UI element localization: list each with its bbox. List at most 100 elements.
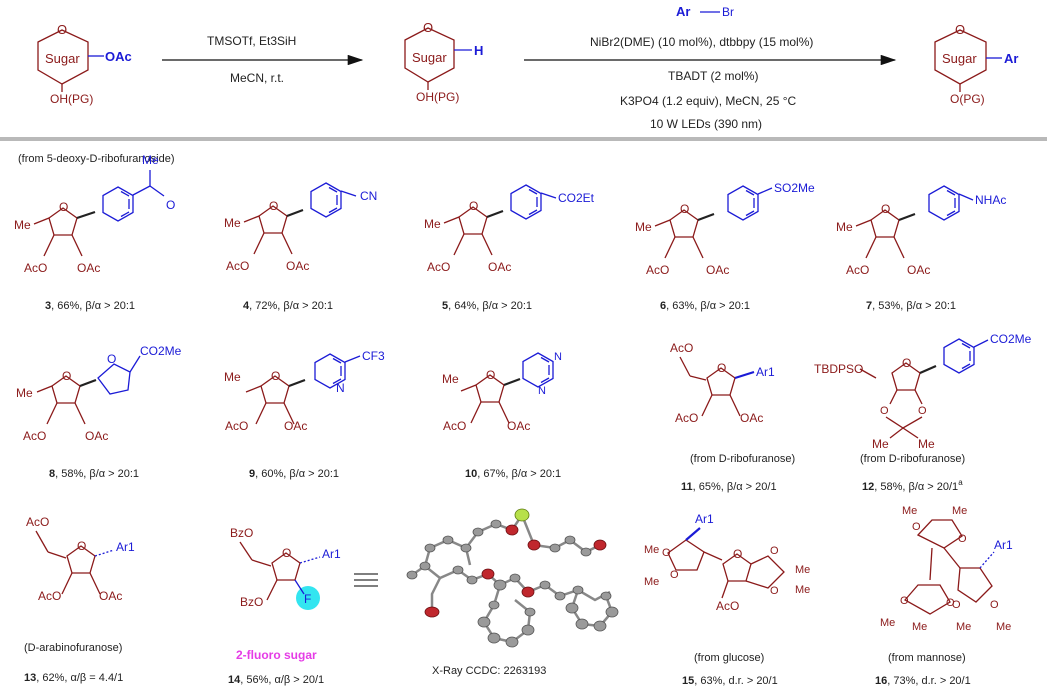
svg-text:AcO: AcO: [38, 589, 61, 603]
svg-text:Ar1: Ar1: [322, 547, 341, 561]
svg-text:Me: Me: [902, 505, 917, 517]
svg-text:AcO: AcO: [670, 341, 693, 355]
svg-text:Sugar: Sugar: [942, 51, 977, 66]
svg-text:CF3: CF3: [362, 349, 385, 363]
compound-6: O Me AcO OAc SO2Me: [635, 181, 815, 277]
label-14: 14, 56%, α/β > 20/1: [228, 674, 324, 686]
svg-text:Me: Me: [918, 437, 935, 451]
svg-text:OAc: OAc: [99, 589, 122, 603]
sugar-label: Sugar: [45, 51, 80, 66]
svg-text:O: O: [902, 356, 911, 370]
svg-text:CO2Me: CO2Me: [990, 332, 1032, 346]
svg-text:O: O: [770, 585, 779, 597]
compound-7: O Me AcO OAc NHAc: [836, 185, 1006, 277]
svg-text:Br: Br: [722, 5, 734, 19]
svg-text:O: O: [680, 202, 689, 216]
svg-text:AcO: AcO: [646, 263, 669, 277]
step1-solvent: MeCN, r.t.: [230, 71, 284, 85]
svg-text:OAc: OAc: [740, 411, 763, 425]
divider: [0, 137, 1047, 141]
compound-10: O Me AcO OAc N N: [442, 351, 562, 433]
svg-text:O: O: [662, 547, 671, 559]
svg-text:SO2Me: SO2Me: [774, 181, 815, 195]
product-general: O Sugar Ar O(PG): [934, 22, 1018, 106]
source-13: (D-arabinofuranose): [24, 642, 122, 654]
compound-13: AcO O AcO OAc Ar1: [26, 515, 135, 603]
svg-text:O: O: [282, 546, 291, 560]
svg-text:O: O: [107, 352, 116, 366]
compound-4: O Me AcO OAc CN: [224, 182, 377, 273]
svg-text:Me: Me: [142, 153, 159, 167]
svg-text:BzO: BzO: [240, 595, 263, 609]
svg-text:Me: Me: [644, 544, 659, 556]
svg-text:O: O: [958, 533, 967, 545]
svg-text:Ar: Ar: [1004, 51, 1018, 66]
svg-text:OAc: OAc: [488, 260, 511, 274]
svg-text:O: O: [670, 569, 679, 581]
svg-text:O: O: [952, 599, 961, 611]
svg-text:O: O: [469, 199, 478, 213]
svg-text:O: O: [486, 368, 495, 382]
source-15: (from glucose): [694, 652, 764, 664]
svg-text:AcO: AcO: [427, 260, 450, 274]
svg-text:AcO: AcO: [443, 419, 466, 433]
source-12: (from D-ribofuranose): [860, 453, 965, 465]
svg-text:Me: Me: [880, 617, 895, 629]
svg-text:OAc: OAc: [907, 263, 930, 277]
svg-text:Me: Me: [442, 372, 459, 386]
compound-11: AcO O AcO OAc Ar1: [670, 341, 775, 425]
svg-text:O: O: [990, 599, 999, 611]
svg-text:BzO: BzO: [230, 526, 253, 540]
svg-text:OAc: OAc: [286, 259, 309, 273]
svg-text:Me: Me: [952, 505, 967, 517]
svg-text:AcO: AcO: [23, 429, 46, 443]
label-9: 9, 60%, β/α > 20:1: [249, 468, 339, 480]
intermediate: O Sugar H OH(PG): [404, 20, 483, 104]
section-label: (from 5-deoxy-D-ribofuranoside): [18, 153, 175, 165]
step2-hat: TBADT (2 mol%): [668, 69, 758, 83]
svg-text:H: H: [474, 43, 483, 58]
compound-3: O Me AcO OAc Me O: [14, 153, 175, 275]
svg-text:OAc: OAc: [85, 429, 108, 443]
svg-text:Me: Me: [224, 216, 241, 230]
svg-text:O: O: [62, 369, 71, 383]
step2-catalyst: NiBr2(DME) (10 mol%), dtbbpy (15 mol%): [590, 35, 813, 49]
svg-text:N: N: [554, 351, 562, 363]
compound-5: O Me AcO OAc CO2Et: [424, 184, 595, 274]
svg-text:O: O: [770, 545, 779, 557]
oh-pg-label: OH(PG): [50, 92, 93, 106]
label-11: 11, 65%, β/α > 20/1: [681, 481, 777, 493]
compound-14: BzO O BzO F Ar1: [230, 526, 341, 610]
label-8: 8, 58%, β/α > 20:1: [49, 468, 139, 480]
svg-text:O(PG): O(PG): [950, 92, 985, 106]
svg-text:O: O: [269, 199, 278, 213]
svg-text:TBDPSO: TBDPSO: [814, 362, 863, 376]
label-5: 5, 64%, β/α > 20:1: [442, 300, 532, 312]
svg-text:O: O: [271, 369, 280, 383]
label-12: 12, 58%, β/α > 20/1a: [862, 478, 963, 493]
label-6: 6, 63%, β/α > 20:1: [660, 300, 750, 312]
svg-text:AcO: AcO: [26, 515, 49, 529]
label-16: 16, 73%, d.r. > 20/1: [875, 675, 971, 687]
svg-text:CO2Et: CO2Et: [558, 191, 595, 205]
compound-15: O O Me Me Ar1 O AcO O O Me Me: [644, 512, 810, 613]
svg-text:O: O: [912, 521, 921, 533]
svg-text:OAc: OAc: [284, 419, 307, 433]
svg-text:N: N: [538, 385, 546, 397]
label-10: 10, 67%, β/α > 20:1: [465, 468, 561, 480]
svg-text:O: O: [166, 198, 175, 212]
label-3: 3, 66%, β/α > 20:1: [45, 300, 135, 312]
svg-text:O: O: [423, 20, 433, 35]
svg-text:F: F: [304, 592, 311, 606]
label-4: 4, 72%, β/α > 20:1: [243, 300, 333, 312]
label-7: 7, 53%, β/α > 20:1: [866, 300, 956, 312]
svg-text:AcO: AcO: [225, 419, 248, 433]
label-15: 15, 63%, d.r. > 20/1: [682, 675, 778, 687]
oac-group: OAc: [105, 49, 132, 64]
svg-text:Ar1: Ar1: [994, 538, 1013, 552]
svg-text:CN: CN: [360, 189, 377, 203]
xray-structure: [406, 508, 619, 648]
svg-text:Me: Me: [16, 386, 33, 400]
svg-text:Ar1: Ar1: [695, 512, 714, 526]
compound-16: O O Me Me O O Me Me Ar1 O O Me Me: [880, 505, 1013, 633]
